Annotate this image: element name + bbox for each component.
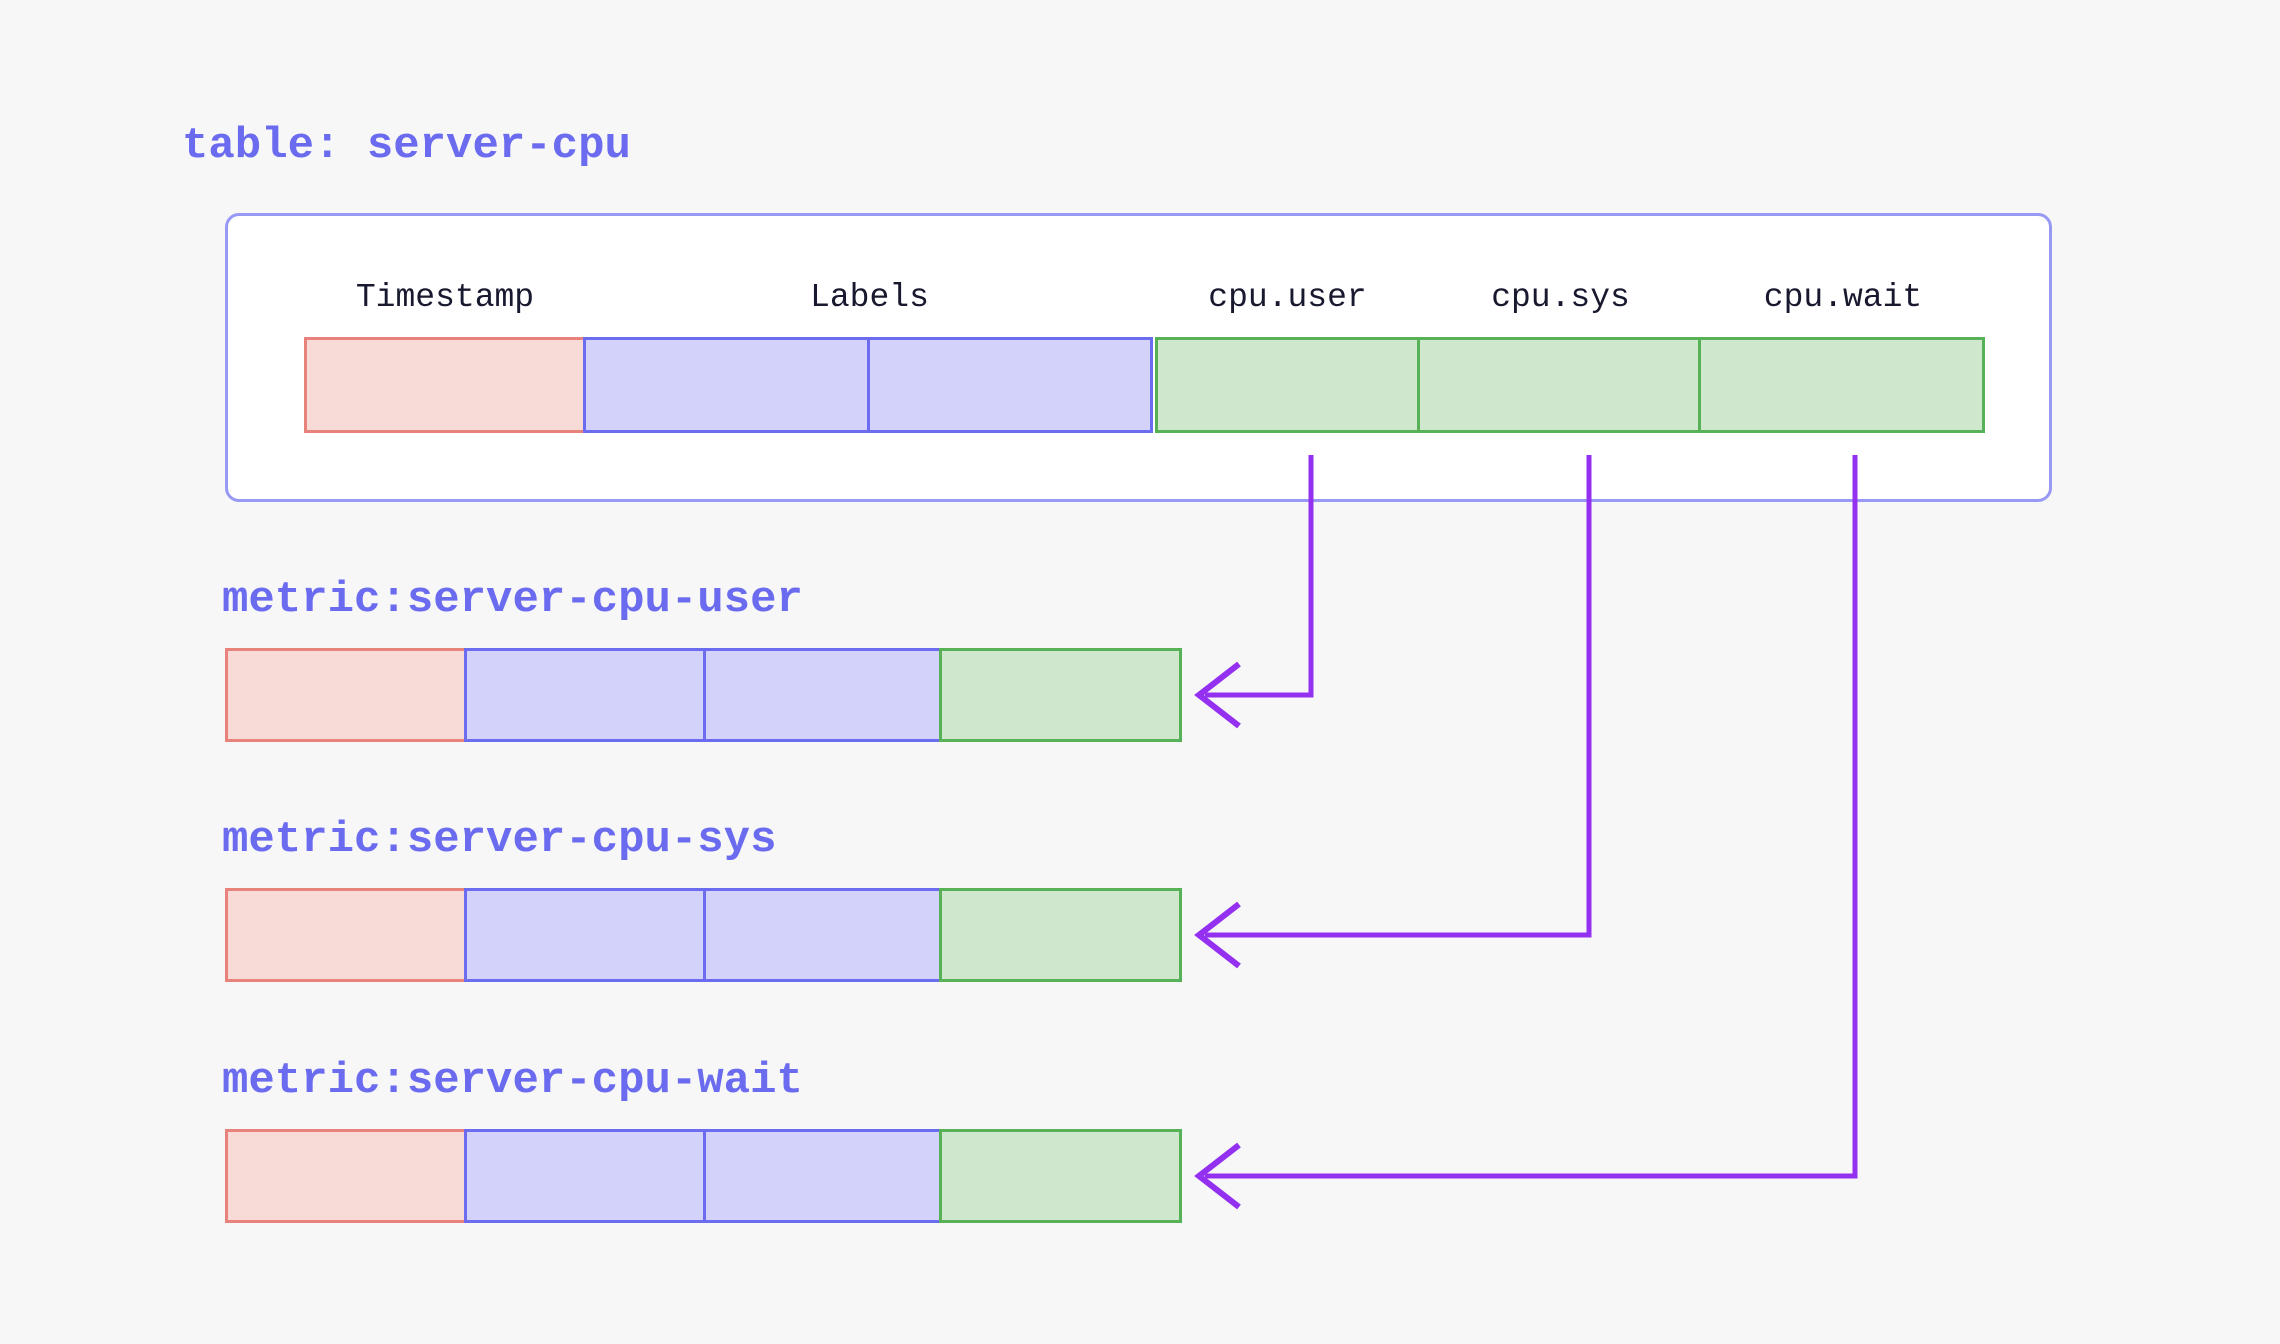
metric-cell-labels <box>703 648 942 742</box>
table-title: table: server-cpu <box>182 121 631 171</box>
metric-cell-timestamp <box>225 1129 467 1223</box>
metric-row-cpu-wait <box>225 1129 1182 1223</box>
arrowhead-icon <box>1194 661 1241 729</box>
metric-row-cpu-sys <box>225 888 1182 982</box>
table-cell-labels <box>867 337 1153 433</box>
metric-label-cpu-sys: metric:server-cpu-sys <box>222 815 777 865</box>
arrowhead-icon <box>1194 901 1241 969</box>
column-header-timestamp: Timestamp <box>355 279 535 316</box>
metric-label-cpu-wait: metric:server-cpu-wait <box>222 1056 803 1106</box>
table-cell-value <box>1155 337 1420 433</box>
metric-cell-labels <box>464 888 706 982</box>
metric-cell-value <box>939 888 1182 982</box>
metric-cell-value <box>939 1129 1182 1223</box>
arrow-line-cpu-wait <box>1205 455 1858 1179</box>
metric-cell-timestamp <box>225 888 467 982</box>
metric-label-cpu-user: metric:server-cpu-user <box>222 575 803 625</box>
table-cell-timestamp <box>304 337 586 433</box>
table-cell-value <box>1417 337 1701 433</box>
metric-cell-value <box>939 648 1182 742</box>
metric-row-cpu-user <box>225 648 1182 742</box>
metric-cell-labels <box>703 888 942 982</box>
metric-cell-timestamp <box>225 648 467 742</box>
table-cell-value <box>1698 337 1985 433</box>
arrow-line-cpu-sys <box>1205 455 1592 938</box>
column-header-labels: Labels <box>810 279 929 316</box>
metric-cell-labels <box>464 1129 706 1223</box>
metric-cell-labels <box>703 1129 942 1223</box>
column-header-cpu-wait: cpu.wait <box>1763 279 1923 316</box>
column-header-cpu-sys: cpu.sys <box>1491 279 1630 316</box>
metric-cell-labels <box>464 648 706 742</box>
column-header-cpu-user: cpu.user <box>1208 279 1367 316</box>
arrowhead-icon <box>1194 1142 1241 1210</box>
table-cell-labels <box>583 337 870 433</box>
